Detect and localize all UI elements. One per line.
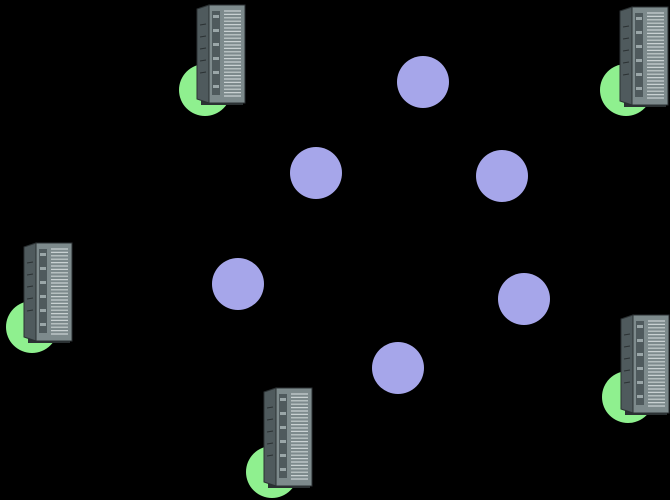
node-middle-left (212, 258, 264, 310)
node-bottom (372, 342, 424, 394)
server-tower-icon (619, 6, 669, 107)
server-top-right (600, 6, 669, 116)
server-tower-icon (620, 314, 670, 415)
server-tower-icon (196, 4, 246, 105)
server-bottom (246, 387, 313, 498)
server-tower-icon (23, 242, 73, 343)
server-tower-icon (263, 387, 313, 488)
server-left (6, 242, 73, 353)
node-upper-right (476, 150, 528, 202)
node-middle-right (498, 273, 550, 325)
server-right (602, 314, 670, 423)
node-top (397, 56, 449, 108)
server-top-left (179, 4, 246, 116)
node-upper-left (290, 147, 342, 199)
